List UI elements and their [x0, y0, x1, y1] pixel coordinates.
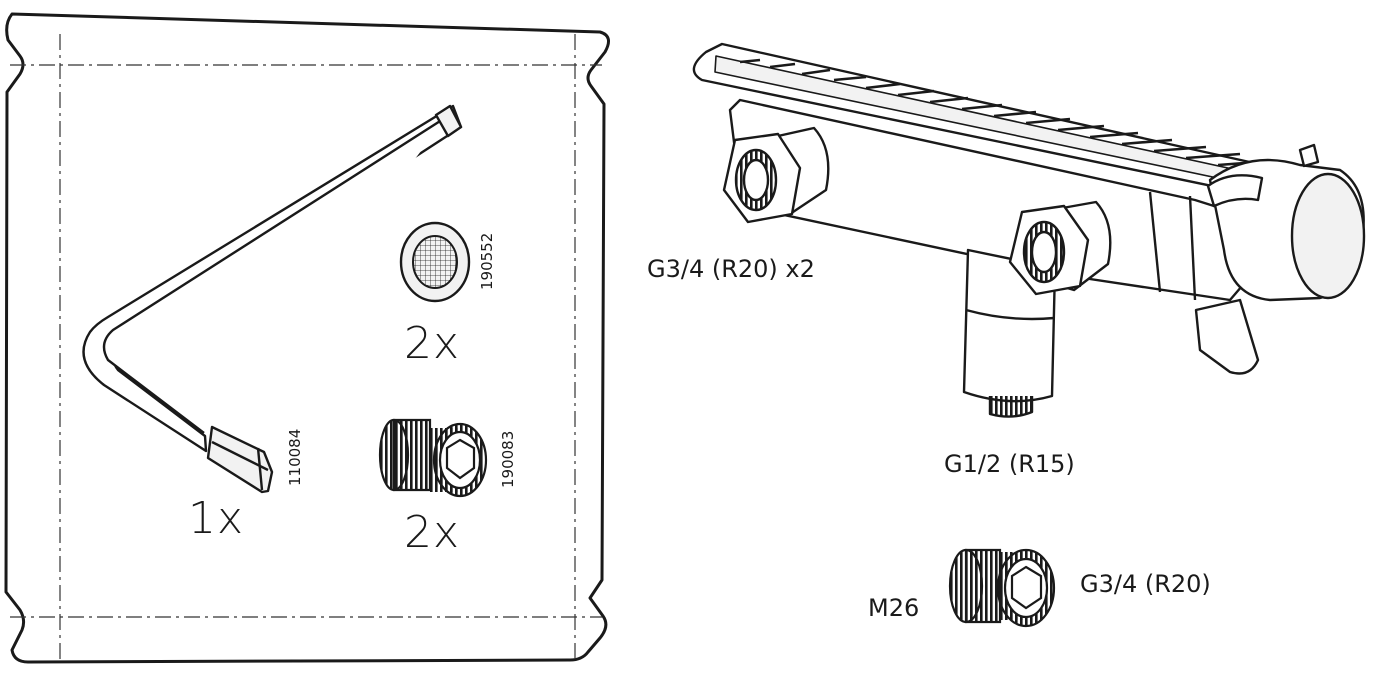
allen-key-part-number: 110084 [286, 428, 304, 486]
filter-washer-quantity: 2x [404, 318, 461, 369]
allen-key-quantity: 1x [188, 493, 245, 544]
outlet-thread-label: G1/2 (R15) [944, 450, 1075, 478]
thermostatic-mixer-icon [692, 42, 1366, 418]
allen-key-icon [82, 104, 463, 494]
filter-washer-part-number: 190552 [478, 232, 496, 290]
threaded-adapter-icon [378, 418, 488, 498]
filter-washer-icon [399, 221, 471, 303]
inlet-thread-label: G3/4 (R20) x2 [647, 255, 815, 283]
adapter-left-thread-label: M26 [868, 594, 920, 622]
adapter-right-thread-label: G3/4 (R20) [1080, 570, 1211, 598]
adapter-quantity: 2x [404, 507, 461, 558]
thread-adapter-icon [948, 548, 1056, 628]
parts-bag [4, 12, 611, 664]
adapter-part-number: 190083 [499, 430, 517, 488]
